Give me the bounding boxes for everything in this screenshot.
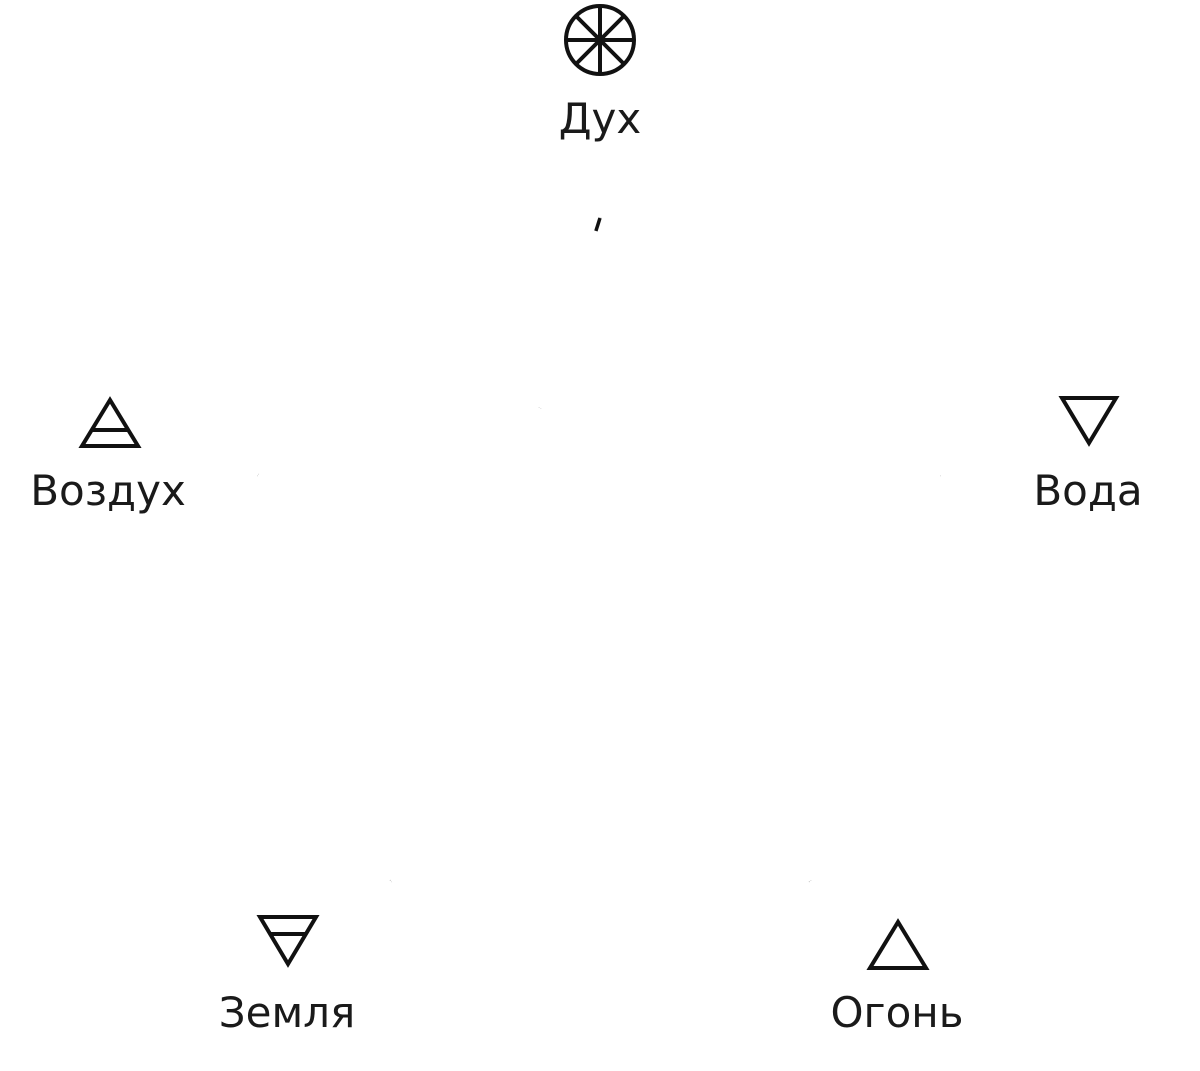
fire-triangle-icon: [866, 918, 930, 970]
fire-label: Огонь: [830, 988, 963, 1037]
spirit-wheel-icon: [564, 4, 636, 76]
spirit-label: Дух: [559, 94, 642, 143]
water-element: Вода: [1033, 396, 1143, 515]
pentagram-stroke-left-to-bottom-right: [244, 456, 824, 900]
pentagram-weave-closure: [518, 217, 618, 415]
water-label: Вода: [1033, 466, 1142, 515]
air-element: Воздух: [30, 396, 186, 515]
earth-label: Земля: [219, 988, 356, 1037]
pentagram: [244, 211, 954, 900]
fire-element: Огонь: [830, 918, 964, 1037]
pentagram-stroke-bottom-left-to-right: [377, 456, 954, 900]
pentagram-stroke-bottom-right-to-top: [578, 211, 832, 888]
earth-triangle-icon: [256, 915, 320, 968]
earth-element: Земля: [219, 915, 356, 1037]
air-triangle-icon: [78, 396, 142, 448]
water-triangle-icon: [1058, 396, 1120, 447]
air-label: Воздух: [30, 466, 186, 515]
spirit-element: Дух: [559, 4, 642, 143]
